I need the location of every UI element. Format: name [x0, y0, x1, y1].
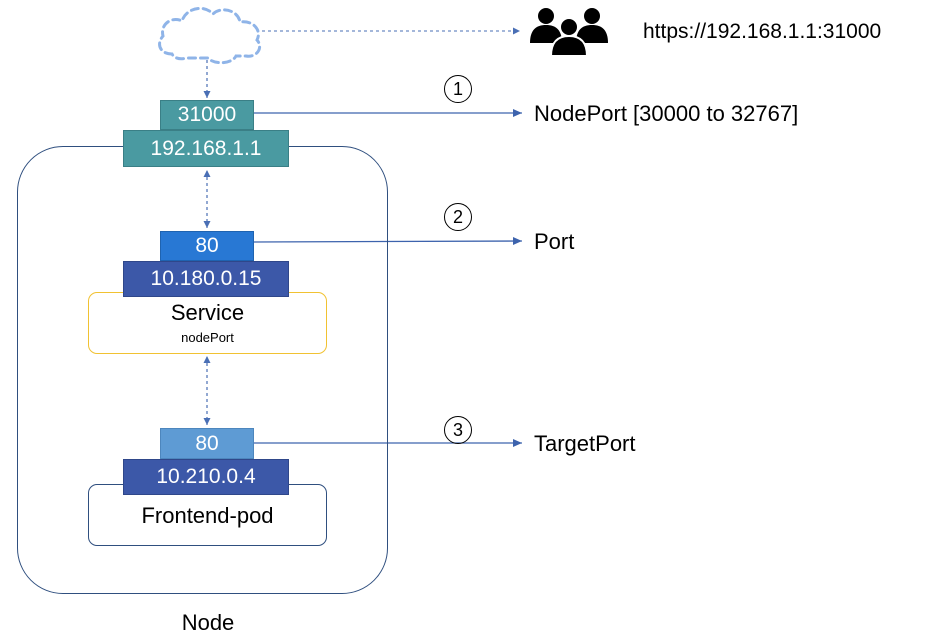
service-title: Service	[170, 300, 245, 325]
annotation-label-port: Port	[534, 229, 575, 254]
annotation-number-3: 3	[444, 416, 472, 444]
service-box	[88, 292, 327, 354]
service-subtitle: nodePort	[181, 330, 234, 345]
external-url: https://192.168.1.1:31000	[643, 20, 882, 43]
annotation-label-nodeport: NodePort [30000 to 32767]	[534, 101, 799, 126]
pod-port-badge: 80	[160, 428, 254, 459]
node-port-badge: 31000	[160, 100, 254, 130]
annotation-number-1: 1	[444, 75, 472, 103]
port-annotation-arrow	[253, 237, 523, 246]
service-port-badge: 80	[160, 231, 254, 261]
annotation-number-2: 2	[444, 203, 472, 231]
pod-title: Frontend-pod	[141, 503, 274, 528]
service-ip-badge: 10.180.0.15	[123, 261, 289, 297]
users-icon	[530, 8, 608, 57]
pod-ip-badge: 10.210.0.4	[123, 459, 289, 495]
annotation-label-targetport: TargetPort	[534, 431, 636, 456]
node-ip-badge: 192.168.1.1	[123, 130, 289, 167]
cloud-icon	[158, 6, 262, 65]
node-label: Node	[181, 610, 235, 635]
